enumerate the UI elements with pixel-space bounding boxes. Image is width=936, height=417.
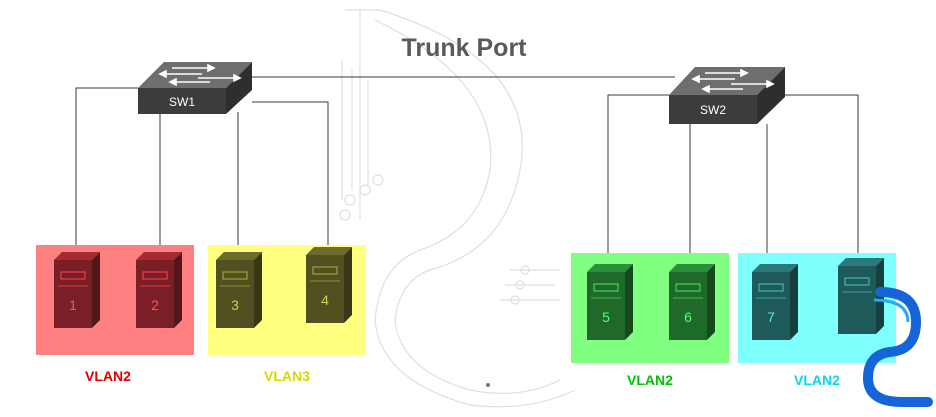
pc-tower[interactable] [838,258,884,334]
server-tower-icon [838,258,884,334]
watermark-dot [486,383,490,387]
pc-number: 1 [69,297,77,313]
pc-number: 3 [231,297,239,313]
pc-number: 6 [684,309,692,325]
link-sw2-pc8 [785,94,859,268]
pc-tower[interactable]: 3 [216,252,262,328]
link-sw1-pc4 [252,101,329,255]
switch-sw2[interactable]: SW2 [669,67,785,124]
network-links [75,76,859,272]
pc-tower[interactable]: 4 [306,247,352,323]
vlan-label-2: VLAN3 [264,368,310,384]
diagram-title: Trunk Port [401,34,527,62]
network-switch-icon [669,67,785,124]
server-tower-icon [216,252,262,328]
vlan-label-3: VLAN2 [627,372,673,388]
switch-label-sw1: SW1 [169,95,195,109]
pc-number: 4 [321,292,329,308]
server-tower-icon [136,252,182,328]
network-switch-icon [138,62,252,114]
server-tower-icon [669,264,715,340]
server-tower-icon [306,247,352,323]
pc-tower[interactable]: 7 [752,264,798,340]
switch-sw1[interactable]: SW1 [138,62,252,114]
pc-tower[interactable]: 1 [54,252,100,328]
pc-tower[interactable]: 2 [136,252,182,328]
link-sw2-pc5 [607,94,669,272]
vlan-label-4: VLAN2 [794,372,840,388]
switch-label-sw2: SW2 [700,103,726,117]
server-tower-icon [587,264,633,340]
vlan-label-1: VLAN2 [85,368,131,384]
pc-number: 7 [767,309,775,325]
brand-logo-icon [862,287,933,407]
server-tower-icon [752,264,798,340]
pc-tower[interactable]: 5 [587,264,633,340]
server-tower-icon [54,252,100,328]
pc-tower[interactable]: 6 [669,264,715,340]
pc-number: 2 [151,297,159,313]
pc-layer: 1 2 3 4 5 6 7 [54,247,884,340]
pc-number: 5 [602,309,610,325]
link-sw1-pc1 [75,87,138,260]
watermark-logo-icon [339,9,576,408]
